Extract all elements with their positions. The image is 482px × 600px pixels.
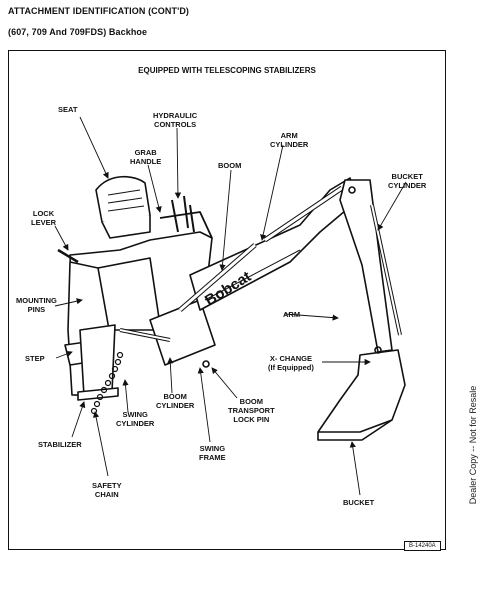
label-bucket: BUCKET <box>343 498 375 507</box>
label-bucket-cylinder: BUCKET CYLINDER <box>388 172 427 190</box>
bucket-shape <box>317 349 406 433</box>
label-x-change: X- CHANGE (If Equipped) <box>268 354 314 372</box>
model-subtitle: (607, 709 And 709FDS) Backhoe <box>8 27 148 37</box>
label-stabilizer: STABILIZER <box>38 440 82 449</box>
label-boom-cylinder: BOOM CYLINDER <box>156 392 195 410</box>
watermark-note: Dealer Copy -- Not for Resale <box>466 360 480 530</box>
label-swing-frame: SWING FRAME <box>199 444 226 462</box>
section-title: ATTACHMENT IDENTIFICATION (CONT'D) <box>8 6 190 16</box>
label-mounting-pins: MOUNTING PINS <box>16 296 57 314</box>
label-hydraulic-controls: HYDRAULIC CONTROLS <box>153 111 198 129</box>
label-boom-transport-lock-pin: BOOM TRANSPORT LOCK PIN <box>228 397 275 424</box>
label-grab-handle: GRAB HANDLE <box>130 148 162 166</box>
sidebar-note-text: Dealer Copy -- Not for Resale <box>468 385 478 505</box>
figure-id: B-14240A <box>404 541 441 551</box>
figure-title: EQUIPPED WITH TELESCOPING STABILIZERS <box>138 66 316 75</box>
label-seat: SEAT <box>58 105 78 114</box>
safety-chain <box>90 351 124 415</box>
label-step: STEP <box>25 354 45 363</box>
label-lock-lever: LOCK LEVER <box>31 209 57 227</box>
figure-frame: EQUIPPED WITH TELESCOPING STABILIZERS <box>8 50 446 550</box>
label-arm: ARM <box>283 310 301 319</box>
label-safety-chain: SAFETY CHAIN <box>92 481 122 499</box>
label-boom: BOOM <box>218 161 242 170</box>
label-arm-cylinder: ARM CYLINDER <box>270 131 309 149</box>
label-swing-cylinder: SWING CYLINDER <box>116 410 155 428</box>
